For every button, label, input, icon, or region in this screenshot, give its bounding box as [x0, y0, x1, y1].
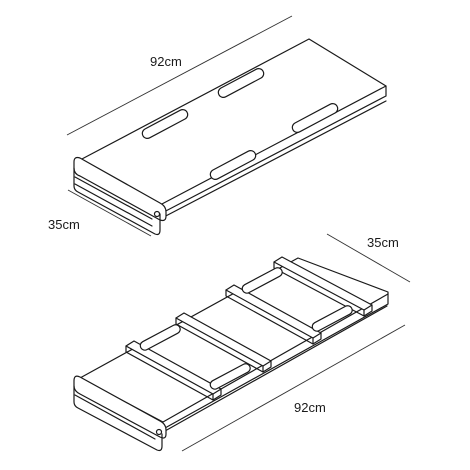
top-board-layer-edge — [159, 100, 387, 220]
bottom-board — [73, 233, 411, 452]
top-width-label: 35cm — [48, 217, 80, 232]
top-board-screw — [153, 210, 161, 218]
top-board-end-cap-edge — [73, 167, 161, 236]
bottom-board-slot — [311, 305, 353, 332]
bottom-board-slot — [241, 267, 283, 294]
top-length-dimension-line — [66, 15, 293, 136]
top-width-dimension-line — [67, 189, 152, 237]
top-length-label: 92cm — [150, 54, 182, 69]
bottom-board-rail-set — [125, 256, 373, 401]
top-board-slot — [291, 103, 339, 133]
bottom-board-end-cap-edge — [73, 385, 163, 452]
bottom-rail-side — [273, 261, 373, 317]
top-board-slot — [141, 109, 189, 139]
top-board — [66, 15, 387, 237]
top-board-slot — [209, 150, 257, 180]
bottom-width-dimension-line — [326, 233, 411, 283]
bottom-board-screw — [155, 428, 163, 436]
bottom-board-layer-edge — [164, 305, 388, 432]
top-board-layer-edge — [74, 176, 153, 220]
top-board-layer-edge — [74, 183, 153, 227]
top-board-slot — [217, 68, 265, 98]
bottom-board-slot — [139, 324, 181, 351]
bottom-board-end-cap — [73, 375, 167, 439]
bottom-rail-side — [225, 289, 322, 345]
bottom-rail-side — [125, 345, 222, 401]
bottom-board-slot — [209, 363, 251, 390]
bottom-rail-side — [175, 317, 272, 373]
bottom-width-label: 35cm — [367, 235, 399, 250]
top-board-end-cap — [73, 156, 167, 222]
bottom-length-dimension-line — [181, 324, 406, 452]
bottom-board-layer-edge — [74, 394, 156, 440]
bottom-length-label: 92cm — [294, 400, 326, 415]
